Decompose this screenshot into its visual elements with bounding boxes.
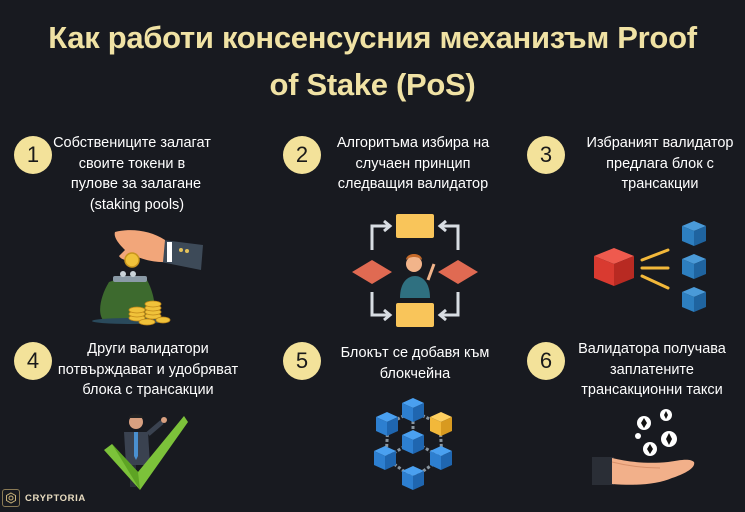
step-1-text: Собствениците залагат своите токени в пу… — [52, 133, 212, 215]
step-6-line: заплатените — [610, 361, 694, 378]
title-line-1: Как работи консенсусния механизъм Proof — [48, 20, 697, 55]
step-4-line: Други валидатори — [87, 341, 209, 357]
brand-name: CRYPTORIA — [25, 492, 86, 504]
step-6-line: Валидатора получава — [578, 341, 726, 357]
random-selection-flow-icon — [352, 214, 478, 327]
title-line-2: of Stake (PoS) — [269, 67, 476, 102]
step-3-line: предлага блок с — [606, 155, 714, 172]
step-1-line: пулове за залагане — [70, 176, 202, 192]
step-4-badge: 4 — [14, 342, 52, 380]
step-3-text: Избраният валидатор предлага блок с тран… — [580, 133, 740, 195]
hand-receiving-eth-icon — [592, 409, 695, 485]
step-5-line: блокчейна — [379, 365, 451, 382]
step-5-badge: 5 — [283, 342, 321, 380]
step-2-badge: 2 — [283, 136, 321, 174]
step-1-line: Собствениците залагат — [53, 135, 211, 151]
cryptoria-logo-icon — [2, 489, 20, 507]
step-4-line: блока с трансакции — [82, 382, 214, 398]
step-3-line: трансакции — [621, 176, 699, 192]
block-proposal-icon — [594, 221, 706, 312]
step-4-text: Други валидатори потвърждават и удобрява… — [48, 339, 248, 401]
step-1-line: (staking pools) — [89, 196, 185, 213]
step-1-line: своите токени в — [78, 155, 186, 172]
step-3-line: Избраният валидатор — [586, 135, 734, 151]
step-5-text: Блокът се добавя към блокчейна — [330, 343, 500, 384]
step-1-badge: 1 — [14, 136, 52, 174]
step-5-line: Блокът се добавя към — [340, 345, 490, 361]
blockchain-network-icon — [374, 398, 452, 490]
step-6-badge: 6 — [527, 342, 565, 380]
businessman-checkmark-icon — [104, 414, 188, 490]
step-3-badge: 3 — [527, 136, 565, 174]
step-2-line: Алгоритъма избира на — [336, 135, 490, 151]
step-6-text: Валидатора получава заплатените трансакц… — [572, 339, 732, 401]
step-6-line: трансакционни такси — [581, 382, 723, 398]
step-4-line: потвърждават и удобряват — [57, 361, 239, 378]
step-2-text: Алгоритъма избира на случаен принцип сле… — [328, 133, 498, 195]
hand-coin-purse-icon — [92, 230, 203, 326]
step-2-line: следващия валидатор — [337, 176, 489, 192]
brand-logo: CRYPTORIA — [2, 489, 86, 507]
page-title: Как работи консенсусния механизъм Proof … — [0, 14, 745, 108]
step-2-line: случаен принцип — [355, 155, 471, 172]
